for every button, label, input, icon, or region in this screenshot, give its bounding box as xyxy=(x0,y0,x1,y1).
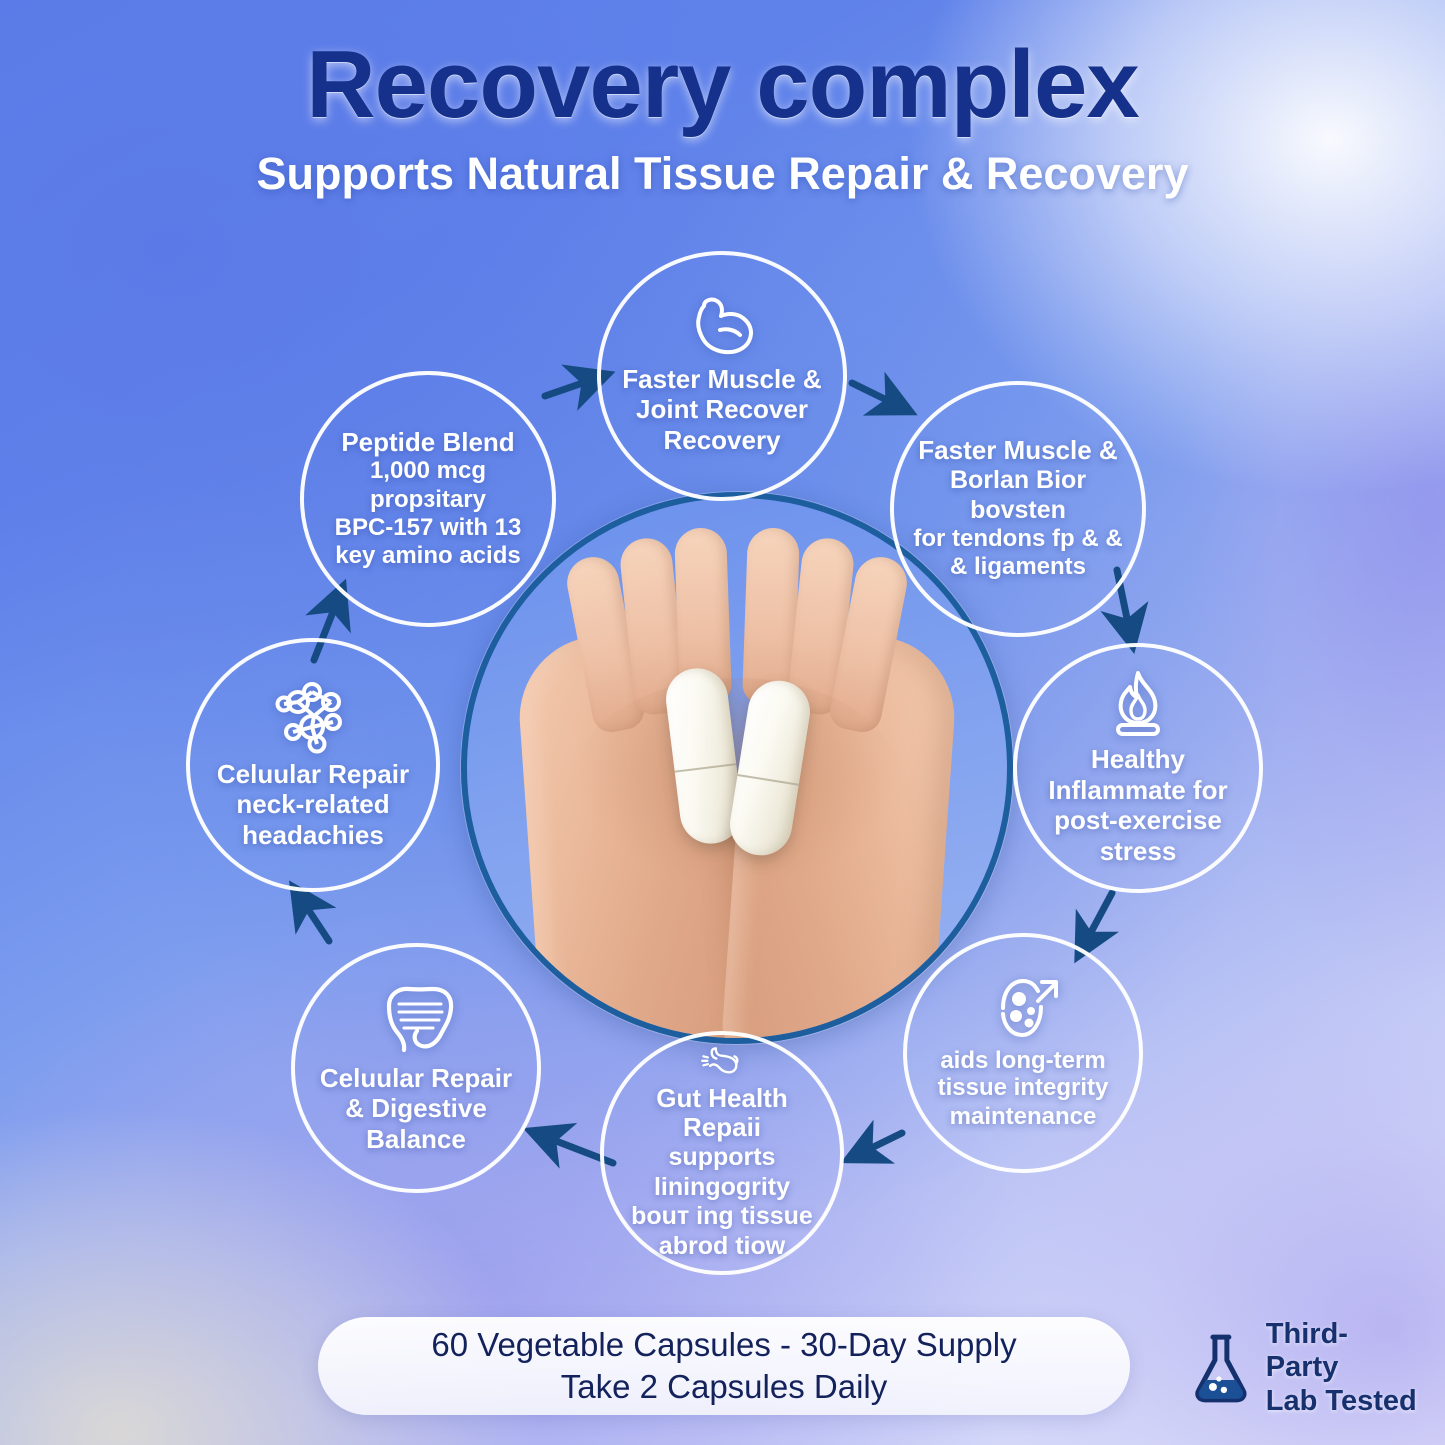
flask-icon xyxy=(1195,1334,1247,1403)
feature-line: Inflammate for xyxy=(1048,774,1228,805)
header: Recovery complex Supports Natural Tissue… xyxy=(0,36,1445,200)
feature-line: headachies xyxy=(242,819,384,850)
arrow-peptide-to-muscle xyxy=(541,364,616,411)
lab-tested-badge: Third-Party Lab Tested xyxy=(1190,1318,1420,1417)
feature-label: Healthy xyxy=(1091,744,1185,775)
badge-line-1: Third-Party xyxy=(1265,1318,1348,1384)
feature-circle-tendons-ligaments[interactable]: Faster Muscle & Borlan Bior bovsten for … xyxy=(890,381,1146,637)
feature-line: & ligaments xyxy=(949,553,1087,581)
feature-circle-faster-muscle-joint[interactable]: Faster Muscle & Joint Recover Recovery xyxy=(597,251,847,501)
page-subtitle: Supports Natural Tissue Repair & Recover… xyxy=(256,147,1189,199)
arrow-muscle-to-tendon xyxy=(848,371,918,416)
feature-line: & Digestive xyxy=(345,1093,487,1124)
feature-line: Joint Recover xyxy=(636,394,808,425)
feature-line: post-exercise xyxy=(1054,805,1222,836)
dosage-banner: 60 Vegetable Capsules - 30-Day Supply Ta… xyxy=(318,1317,1130,1415)
feature-label: Faster Muscle & xyxy=(918,435,1118,466)
cell-growth-icon xyxy=(1001,978,1058,1038)
feature-label: aids long-term xyxy=(940,1047,1106,1074)
feature-line: bouᴛ ing tissue xyxy=(631,1202,813,1230)
feature-line: Borlan Bior bovsten xyxy=(949,466,1087,524)
dosage-line-2: Take 2 Capsules Daily xyxy=(560,1368,888,1405)
feature-label: Gut Health Repaii xyxy=(656,1082,788,1143)
badge-text: Third-Party Lab Tested xyxy=(1266,1318,1420,1417)
feature-line: stress xyxy=(1099,836,1177,867)
feature-label: Peptide Blend xyxy=(341,426,515,457)
feature-line: supports liningogrity xyxy=(653,1143,791,1201)
feature-label: Celuular Repair xyxy=(216,758,410,789)
badge-line-2: Lab Tested xyxy=(1265,1384,1417,1417)
feature-line: key amino acids xyxy=(335,542,521,570)
feature-line: 1,000 mcg propзitary xyxy=(369,457,487,513)
molecule-icon xyxy=(275,681,342,754)
hands-illustration xyxy=(467,498,1007,1038)
feature-line: for tendons fp & & xyxy=(913,525,1123,552)
arrow-digestive-to-cellular xyxy=(289,880,337,945)
feature-circle-tissue-integrity[interactable]: aids long-term tissue integrity maintena… xyxy=(903,933,1143,1173)
feature-line: abrod tiow xyxy=(658,1231,786,1260)
feature-label: Celuular Repair xyxy=(319,1062,513,1093)
feature-circle-peptide-blend[interactable]: Peptide Blend 1,000 mcg propзitary BPC-1… xyxy=(300,371,556,627)
feature-circle-digestive-balance[interactable]: Celuular Repair & Digestive Balance xyxy=(291,943,541,1193)
feature-line: maintenance xyxy=(949,1102,1097,1130)
feature-label: Faster Muscle & xyxy=(622,363,822,394)
flame-icon xyxy=(1116,671,1160,737)
feature-circle-gut-health[interactable]: Gut Health Repaii supports liningogrity … xyxy=(600,1031,844,1275)
feature-circle-cellular-repair[interactable]: Celuular Repair neck-related headachies xyxy=(186,638,440,892)
feature-line: tissue integrity xyxy=(937,1074,1109,1102)
feature-line: Balance xyxy=(366,1123,466,1154)
bicep-icon xyxy=(696,297,753,354)
feature-line: BPC-157 with 13 xyxy=(334,513,522,541)
intestine-icon xyxy=(386,986,454,1052)
page-title: Recovery complex xyxy=(306,31,1139,138)
stomach-icon xyxy=(701,1047,739,1074)
feature-circle-healthy-inflammation[interactable]: Healthy Inflammate for post-exercise str… xyxy=(1013,643,1263,893)
dosage-line-1: 60 Vegetable Capsules - 30-Day Supply xyxy=(431,1326,1017,1364)
feature-line: Recovery xyxy=(663,424,781,455)
feature-line: neck-related xyxy=(236,789,390,820)
arrow-tissue-to-gut xyxy=(840,1119,906,1164)
arrow-inflammation-to-tissue xyxy=(1074,889,1120,964)
